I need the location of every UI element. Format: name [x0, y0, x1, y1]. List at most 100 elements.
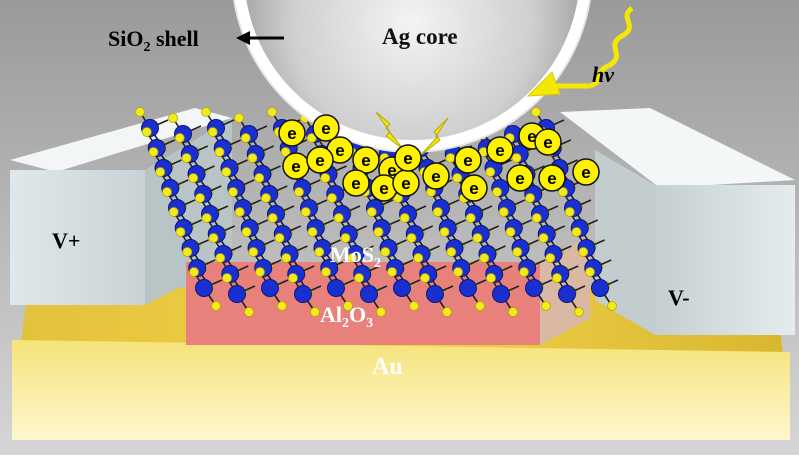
s-atom — [322, 268, 331, 277]
s-atom — [480, 254, 489, 263]
s-atom — [149, 148, 158, 157]
s-atom — [189, 174, 198, 183]
s-atom — [466, 214, 475, 223]
s-atom — [446, 154, 455, 163]
s-atom — [248, 154, 257, 163]
s-atom — [262, 194, 271, 203]
mo-atom — [493, 286, 510, 303]
s-atom — [142, 128, 151, 137]
mo-atom — [295, 286, 312, 303]
s-atom — [486, 168, 495, 177]
s-atom — [355, 274, 364, 283]
s-atom — [256, 268, 265, 277]
au-label: Au — [372, 354, 403, 380]
mo-atom — [526, 280, 543, 297]
s-atom — [539, 234, 548, 243]
s-atom — [553, 274, 562, 283]
mo-atom — [460, 280, 477, 297]
s-atom — [295, 188, 304, 197]
s-atom — [245, 308, 254, 317]
photon-label: hv — [592, 62, 614, 87]
electron-label: e — [547, 169, 556, 188]
electron-label: e — [287, 124, 296, 143]
s-atom — [447, 248, 456, 257]
s-atom — [275, 234, 284, 243]
electron: e — [279, 120, 305, 146]
mo-atom — [328, 280, 345, 297]
s-atom — [546, 254, 555, 263]
s-atom — [268, 214, 277, 223]
s-atom — [208, 128, 217, 137]
s-atom — [506, 228, 515, 237]
s-atom — [400, 214, 409, 223]
electron-label: e — [543, 133, 552, 152]
electron: e — [539, 165, 565, 191]
s-atom — [473, 234, 482, 243]
electron-label: e — [291, 157, 300, 176]
electron-label: e — [403, 149, 412, 168]
s-atom — [216, 254, 225, 263]
s-atom — [532, 108, 541, 117]
electron: e — [487, 137, 513, 163]
s-atom — [586, 268, 595, 277]
electron-label: e — [581, 163, 590, 182]
s-atom — [388, 268, 397, 277]
electron-label: e — [495, 141, 504, 160]
s-atom — [520, 268, 529, 277]
electron: e — [393, 170, 419, 196]
s-atom — [487, 274, 496, 283]
s-atom — [407, 234, 416, 243]
s-atom — [565, 208, 574, 217]
mo-atom — [361, 286, 378, 303]
s-atom — [209, 234, 218, 243]
s-atom — [241, 134, 250, 143]
s-atom — [282, 254, 291, 263]
s-atom — [542, 302, 551, 311]
s-atom — [175, 134, 184, 143]
mo-atom — [262, 280, 279, 297]
electron-label: e — [469, 179, 478, 198]
s-atom — [215, 148, 224, 157]
s-atom — [169, 114, 178, 123]
mo-atom — [394, 280, 411, 297]
s-atom — [381, 248, 390, 257]
s-atom — [512, 154, 521, 163]
ag-core-label: Ag core — [382, 24, 458, 49]
s-atom — [183, 248, 192, 257]
s-atom — [493, 188, 502, 197]
s-atom — [532, 214, 541, 223]
s-atom — [278, 302, 287, 311]
s-atom — [255, 174, 264, 183]
s-atom — [579, 248, 588, 257]
electron-label: e — [351, 174, 360, 193]
electron-label: e — [515, 169, 524, 188]
electron-label: e — [321, 119, 330, 138]
s-atom — [334, 214, 343, 223]
s-atom — [513, 248, 522, 257]
s-atom — [301, 208, 310, 217]
electron: e — [455, 147, 481, 173]
electron: e — [423, 163, 449, 189]
s-atom — [202, 214, 211, 223]
s-atom — [311, 308, 320, 317]
electron: e — [307, 147, 333, 173]
s-atom — [499, 208, 508, 217]
s-atom — [212, 302, 221, 311]
s-atom — [476, 302, 485, 311]
s-atom — [190, 268, 199, 277]
electron: e — [573, 159, 599, 185]
s-atom — [289, 274, 298, 283]
mo-atom — [592, 280, 609, 297]
electron: e — [343, 170, 369, 196]
electron-label: e — [463, 151, 472, 170]
s-atom — [235, 208, 244, 217]
s-atom — [410, 302, 419, 311]
electron: e — [461, 175, 487, 201]
s-atom — [443, 308, 452, 317]
s-atom — [328, 194, 337, 203]
s-atom — [453, 174, 462, 183]
s-atom — [223, 274, 232, 283]
v-plus-label: V+ — [52, 228, 80, 253]
s-atom — [229, 188, 238, 197]
